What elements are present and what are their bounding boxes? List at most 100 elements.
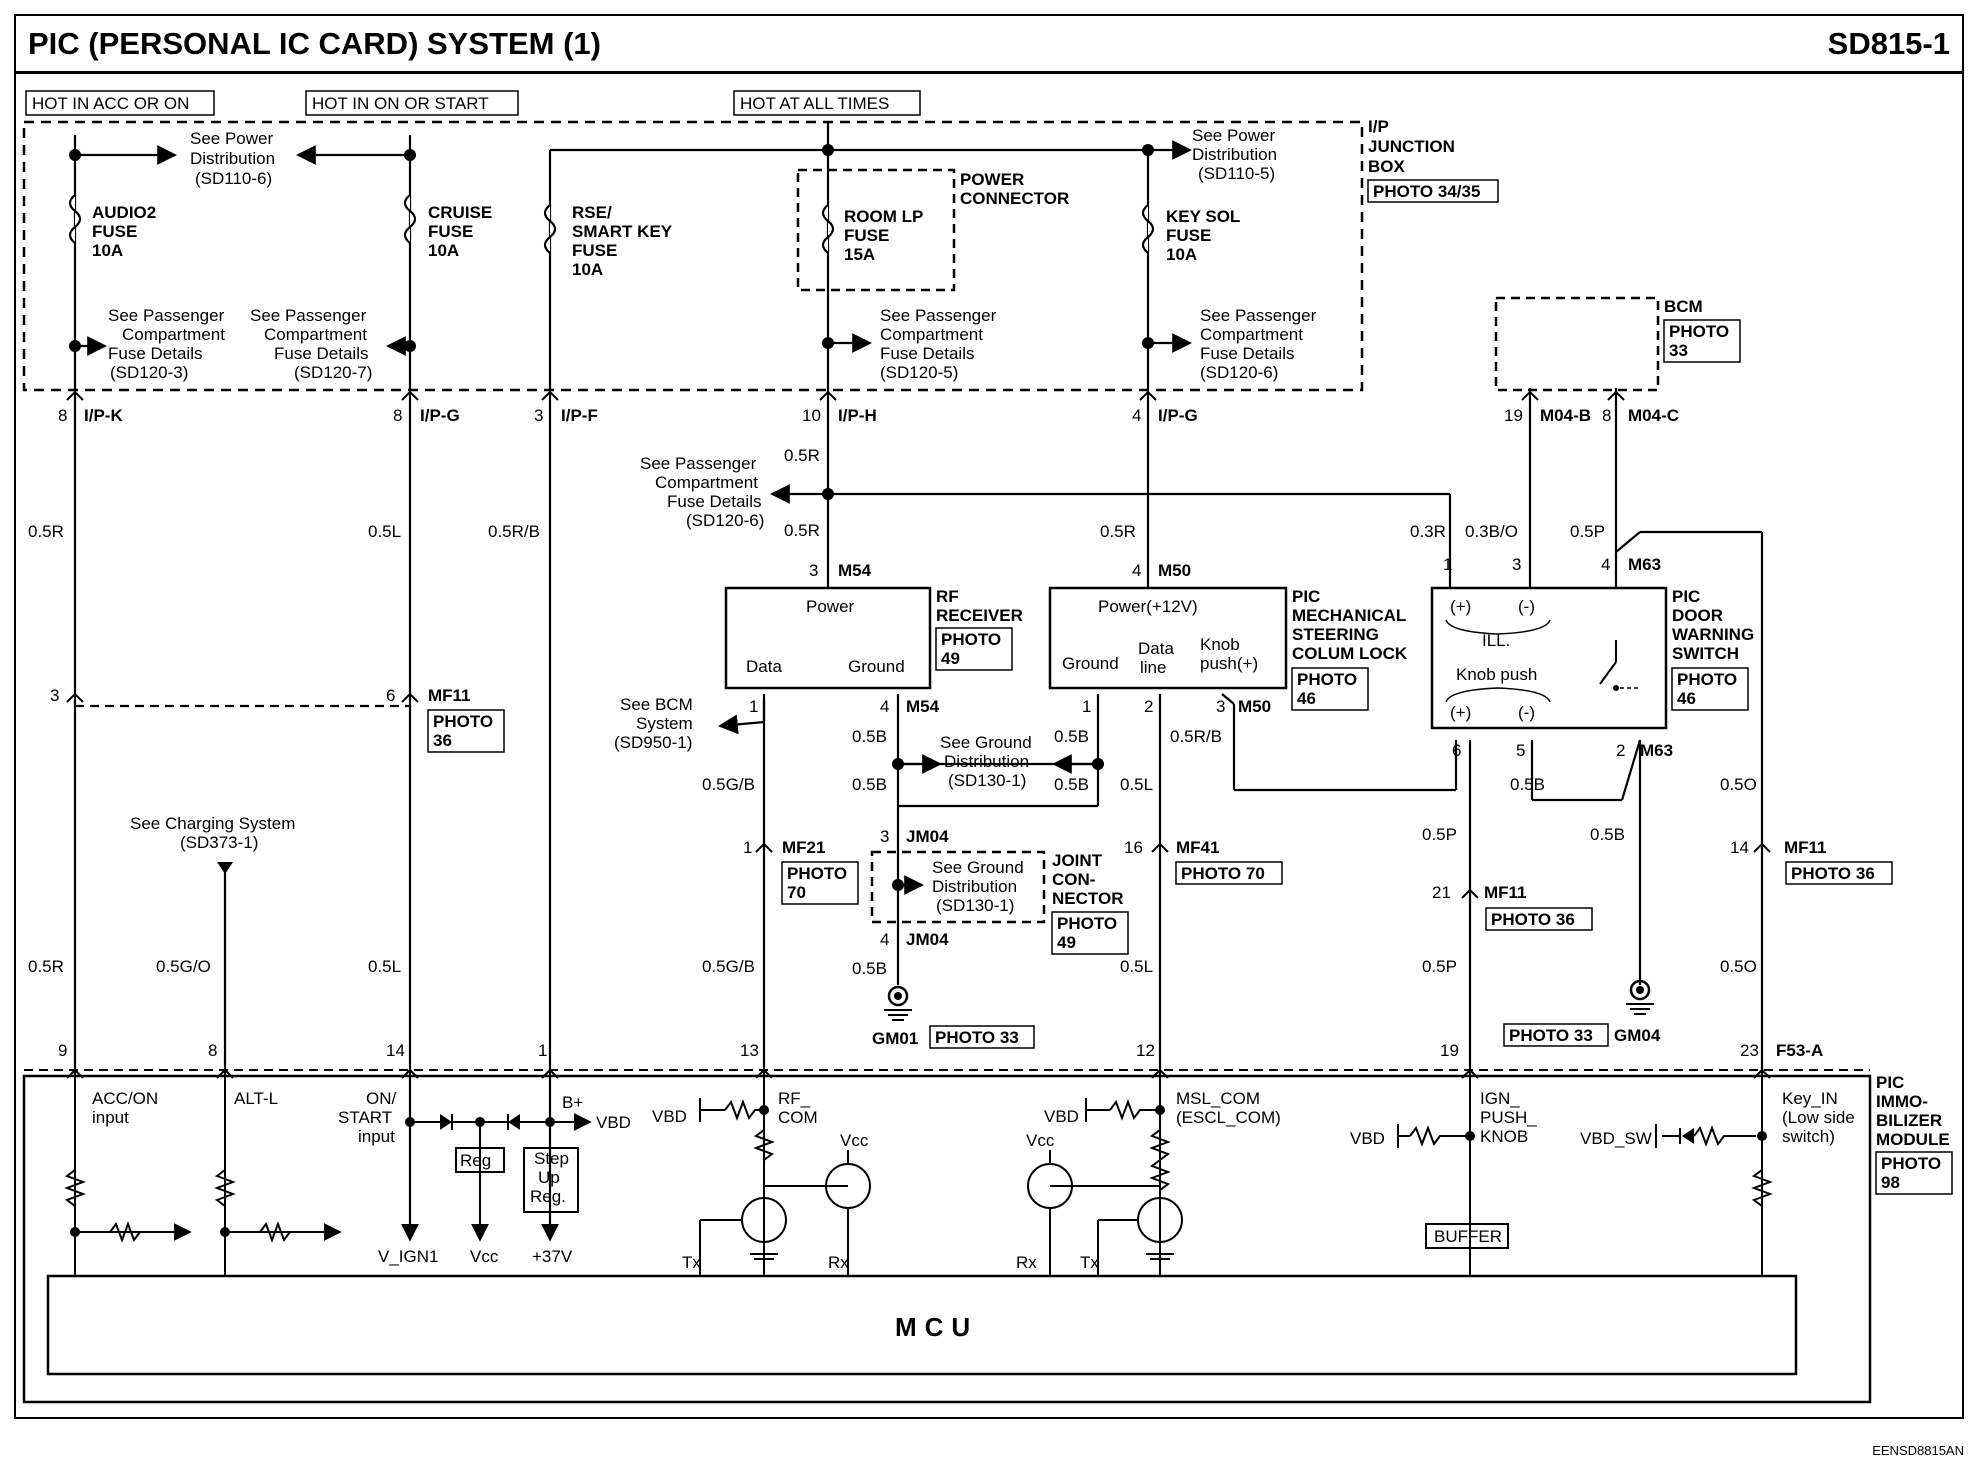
jc-photo-1: PHOTO (1057, 914, 1117, 933)
rf-power-label: Power (806, 597, 855, 616)
m63-top-name: M63 (1628, 555, 1661, 574)
joint-connector: JOINT CON- NECTOR PHOTO 49 (870, 850, 1129, 955)
wire-jm04: 0.5B (852, 959, 887, 978)
vcc-3: Vcc (1026, 1131, 1055, 1150)
power-connector-2: CONNECTOR (960, 189, 1069, 208)
bcm-photo-2: 33 (1669, 341, 1688, 360)
ml-ground-label: Ground (1062, 654, 1119, 673)
wire-ml-knob: 0.5R/B (1170, 727, 1222, 746)
pcfd-3-line2: Compartment (880, 325, 983, 344)
gm01-name: GM01 (872, 1029, 918, 1048)
fuse-keysol-2: FUSE (1166, 226, 1211, 245)
power-dist-right-3: (SD110-5) (1198, 164, 1275, 183)
wire-a-1: 0.5R (28, 522, 64, 541)
ds-minus-top: (-) (1518, 597, 1535, 616)
charging-2: (SD373-1) (180, 833, 258, 852)
mf11b-name: MF11 (1484, 883, 1527, 902)
fuse-cruise-2: FUSE (428, 222, 473, 241)
ml-name-3: STEERING (1292, 625, 1379, 644)
immo-name-4: MODULE (1876, 1130, 1950, 1149)
junction-dots (69, 144, 1154, 891)
iph-pin: 10 (802, 406, 821, 425)
power-dist-right-1: See Power (1192, 126, 1275, 145)
mf41-pin: 16 (1124, 838, 1143, 857)
fuse-roomlp-2: FUSE (844, 226, 889, 245)
rf-name-1: RF (936, 587, 959, 606)
label-hot-all-times: HOT AT ALL TIMES (740, 94, 889, 113)
power-dist-left-1: See Power (190, 129, 273, 148)
ml-data-1: Data (1138, 639, 1174, 658)
ground-dist-2-1: See Ground (932, 858, 1024, 877)
ds-name-1: PIC (1672, 587, 1700, 606)
ds-knob-push: Knob push (1456, 665, 1537, 684)
mid-connectors: 3 M54 4 M50 1 3 4 M63 1 4 M54 1 2 3 M50 … (50, 555, 1893, 1060)
rf-com-1: RF_ (778, 1089, 811, 1108)
mf21-photo-1: PHOTO (787, 864, 847, 883)
rf-data-label: Data (746, 657, 782, 676)
gm04-photo: PHOTO 33 (1509, 1026, 1593, 1045)
jm04-top-pin: 3 (880, 827, 889, 846)
bcm-system-1: See BCM (620, 695, 693, 714)
gm04-name: GM04 (1614, 1026, 1661, 1045)
immo-photo-1: PHOTO (1881, 1154, 1941, 1173)
wire-ml-data-1: 0.5L (1120, 775, 1153, 794)
f53a-pin-14: 14 (386, 1041, 405, 1060)
pcfd-3-line3: Fuse Details (880, 344, 974, 363)
m63-b-name: M63 (1640, 741, 1673, 760)
fuse-rse-4: 10A (572, 260, 603, 279)
wire-c-1: 0.5R/B (488, 522, 540, 541)
tx-2: Tx (1080, 1253, 1099, 1272)
title-bar: PIC (PERSONAL IC CARD) SYSTEM (1) SD815-… (14, 14, 1964, 74)
gm01-photo: PHOTO 33 (935, 1028, 1019, 1047)
jc-name-3: NECTOR (1052, 889, 1123, 908)
rx-1: Rx (828, 1253, 849, 1272)
wire-charging: 0.5G/O (156, 957, 211, 976)
charging-1: See Charging System (130, 814, 295, 833)
ds-photo-2: 46 (1677, 689, 1696, 708)
wire-ml-data-2: 0.5L (1120, 957, 1153, 976)
rf-name-2: RECEIVER (936, 606, 1023, 625)
m50-b-name: M50 (1238, 697, 1271, 716)
bcm-photo-1: PHOTO (1669, 322, 1729, 341)
ground-dist-1-3: (SD130-1) (948, 771, 1026, 790)
fuse-cruise-3: 10A (428, 241, 459, 260)
msl-com-2: (ESCL_COM) (1176, 1108, 1281, 1127)
charging-arrow-icon (217, 862, 233, 874)
mf21-name: MF21 (782, 838, 825, 857)
ds-plus-bottom: (+) (1450, 703, 1471, 722)
wire-b-2: 0.5L (368, 957, 401, 976)
mf11b-pin: 21 (1432, 883, 1451, 902)
f53a-pin-1: 1 (538, 1041, 547, 1060)
ipk-name: I/P-K (84, 406, 123, 425)
vcc-1: Vcc (470, 1247, 499, 1266)
power-dist-right-2: Distribution (1192, 145, 1277, 164)
v37: +37V (532, 1247, 573, 1266)
diagram-frame (14, 14, 1964, 1419)
bplus: B+ (562, 1093, 583, 1112)
m54-b-pin4: 4 (880, 697, 889, 716)
stepup-2: Up (538, 1168, 560, 1187)
rf-photo-2: 49 (941, 649, 960, 668)
ipg1-pin: 8 (393, 406, 402, 425)
vbd-2: VBD (652, 1107, 687, 1126)
m50-b-pin2: 2 (1144, 697, 1153, 716)
wire-d-1: 0.5R (784, 446, 820, 465)
junction-box-name-2: JUNCTION (1368, 137, 1455, 156)
immo-name-1: PIC (1876, 1073, 1904, 1092)
ml-knob-2: push(+) (1200, 654, 1258, 673)
ml-photo-2: 46 (1297, 689, 1316, 708)
acc-on-2: input (92, 1108, 129, 1127)
label-hot-acc-on: HOT IN ACC OR ON (32, 94, 189, 113)
fuse-keysol-3: 10A (1166, 245, 1197, 264)
ml-power-label: Power(+12V) (1098, 597, 1198, 616)
power-dist-left-2: Distribution (190, 149, 275, 168)
reg-label: Reg (460, 1151, 491, 1170)
bcm-system-2: System (636, 714, 693, 733)
document-id: EENSD8815AN (1872, 1443, 1964, 1458)
tx-1: Tx (682, 1253, 701, 1272)
ipg1-name: I/P-G (420, 406, 460, 425)
rx-2: Rx (1016, 1253, 1037, 1272)
rf-com-2: COM (778, 1108, 818, 1127)
rf-receiver: Power Data Ground RF RECEIVER PHOTO 49 (724, 586, 1023, 690)
fuse-cruise-1: CRUISE (428, 203, 492, 222)
